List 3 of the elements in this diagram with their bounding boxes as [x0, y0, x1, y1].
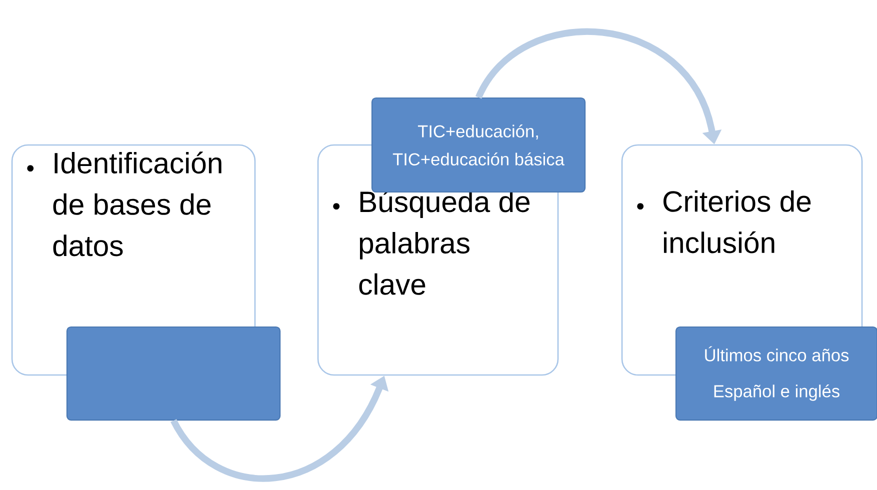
blank-box	[66, 326, 281, 421]
note-box: TIC+educación, TIC+educación básica	[371, 97, 586, 193]
note-box: Últimos cinco años Español e inglés	[675, 326, 877, 421]
